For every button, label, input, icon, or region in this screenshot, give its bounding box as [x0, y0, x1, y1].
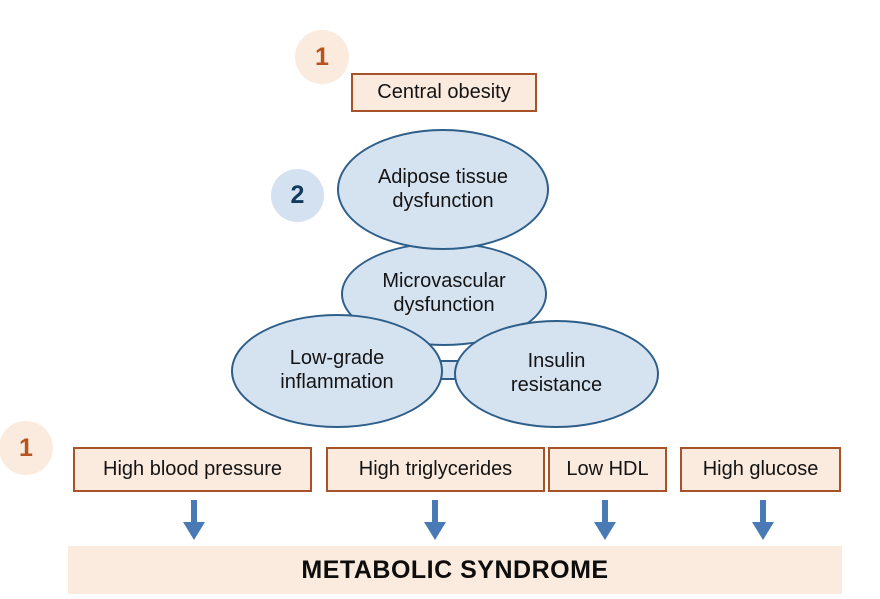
box-label: High glucose — [702, 458, 819, 480]
step-badge-2: 2 — [271, 169, 324, 222]
step-badge-1-bottom: 1 — [0, 421, 53, 475]
box-low-hdl: Low HDL — [548, 447, 667, 492]
arrow-down-icon-3 — [594, 500, 616, 540]
ellipse-line-2: dysfunction — [392, 189, 494, 212]
ellipse-line-1: Low-grade — [289, 347, 385, 370]
step-badge-label: 1 — [19, 433, 33, 462]
box-label: Central obesity — [377, 81, 511, 103]
ellipse-text: Microvascular dysfunction — [382, 270, 505, 317]
ellipse-text: Insulin resistance — [511, 350, 602, 397]
box-high-triglycerides: High triglycerides — [326, 447, 545, 492]
ellipse-line-2: inflammation — [280, 371, 394, 393]
banner-label: METABOLIC SYNDROME — [301, 555, 609, 584]
ellipse-text: Adipose tissue dysfunction — [378, 166, 508, 213]
arrow-down-icon-2 — [424, 500, 446, 540]
ellipse-low-grade-inflammation: Low-grade inflammation — [231, 314, 443, 428]
box-high-glucose: High glucose — [680, 447, 841, 492]
ellipse-adipose-tissue-dysfunction: Adipose tissue dysfunction — [337, 129, 549, 250]
step-badge-label: 2 — [290, 181, 305, 209]
box-label: High blood pressure — [103, 458, 282, 480]
ellipse-line-2: resistance — [510, 374, 603, 396]
arrow-down-icon-4 — [752, 500, 774, 540]
arrow-down-icon-1 — [183, 500, 205, 540]
banner-metabolic-syndrome: METABOLIC SYNDROME — [68, 546, 842, 594]
box-label: High triglycerides — [358, 458, 513, 480]
box-label: Low HDL — [566, 458, 649, 480]
ellipse-line-2: dysfunction — [393, 294, 495, 316]
box-high-blood-pressure: High blood pressure — [73, 447, 312, 492]
step-badge-1-top: 1 — [295, 30, 349, 84]
ellipse-text: Low-grade inflammation — [280, 347, 393, 394]
box-central-obesity: Central obesity — [351, 73, 537, 112]
ellipse-line-1: Adipose tissue — [377, 165, 509, 188]
ellipse-line-1: Microvascular — [382, 270, 506, 293]
step-badge-label: 1 — [315, 42, 329, 71]
ellipse-insulin-resistance: Insulin resistance — [454, 320, 659, 428]
ellipse-line-1: Insulin — [527, 350, 586, 373]
